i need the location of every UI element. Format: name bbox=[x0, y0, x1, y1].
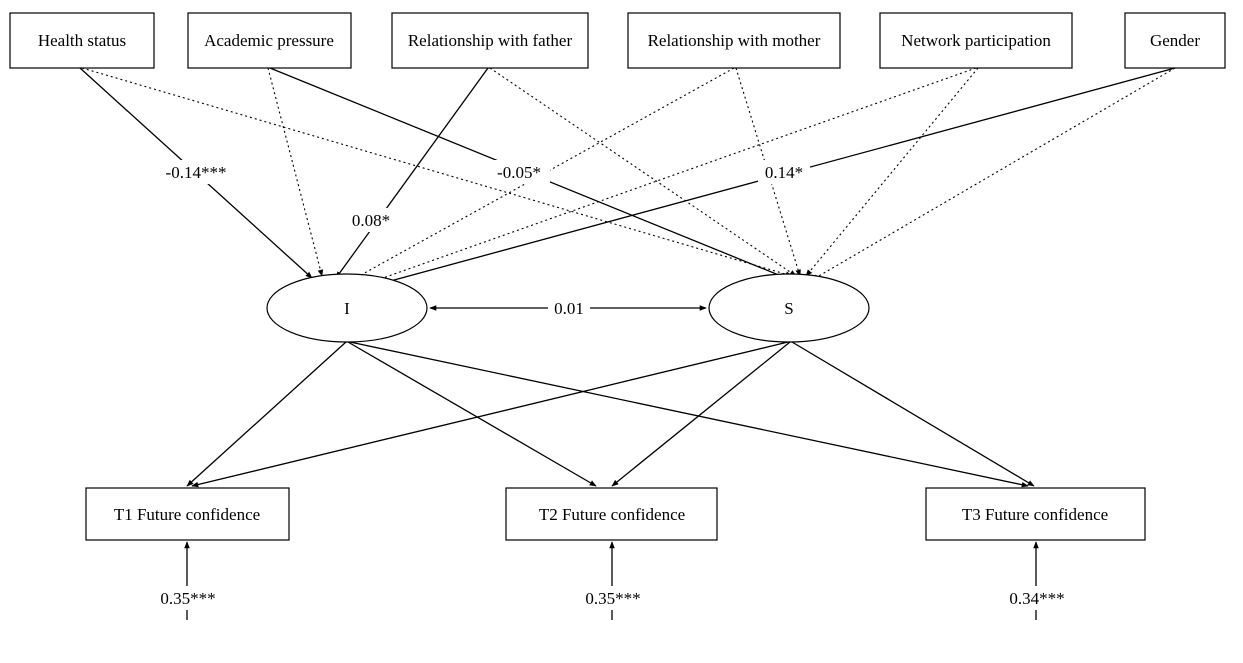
coef-label: 0.08* bbox=[352, 211, 390, 230]
path-network-to-S bbox=[805, 67, 979, 277]
path-I-to-T1 bbox=[186, 341, 347, 487]
predictor-node-academic-pressure: Academic pressure bbox=[187, 12, 352, 69]
latent-node-slope: S bbox=[708, 273, 870, 343]
predictor-node-health-status: Health status bbox=[9, 12, 155, 69]
coef-academic-to-S: -0.05* bbox=[488, 160, 550, 184]
coef-t3-residual: 0.34*** bbox=[999, 586, 1075, 610]
node-label: Academic pressure bbox=[204, 31, 334, 50]
outcome-node-t2: T2 Future confidence bbox=[505, 487, 718, 541]
node-label: I bbox=[344, 299, 350, 318]
path-father-to-S bbox=[489, 67, 797, 277]
nonsignificant-paths bbox=[81, 67, 1176, 285]
path-S-to-T1 bbox=[191, 341, 789, 488]
path-gender-to-S bbox=[811, 67, 1176, 281]
node-label: S bbox=[784, 299, 793, 318]
coef-label: 0.35*** bbox=[160, 589, 215, 608]
coef-label: 0.35*** bbox=[585, 589, 640, 608]
coef-label: 0.34*** bbox=[1009, 589, 1064, 608]
node-label: T3 Future confidence bbox=[962, 505, 1108, 524]
path-I-to-T3 bbox=[349, 341, 1029, 488]
predictor-node-relationship-father: Relationship with father bbox=[391, 12, 589, 69]
coef-gender-to-I: 0.14* bbox=[758, 160, 810, 184]
path-mother-to-S bbox=[735, 67, 801, 277]
node-label: T2 Future confidence bbox=[539, 505, 685, 524]
coef-label: 0.01 bbox=[554, 299, 584, 318]
coef-label: -0.14*** bbox=[166, 163, 227, 182]
outcome-node-t1: T1 Future confidence bbox=[85, 487, 290, 541]
coef-father-to-I: 0.08* bbox=[346, 208, 396, 232]
path-S-to-T2 bbox=[611, 341, 791, 487]
path-health-to-S bbox=[81, 67, 793, 277]
path-I-to-T2 bbox=[347, 341, 597, 487]
node-label: Network participation bbox=[901, 31, 1051, 50]
coef-I-S-covariance: 0.01 bbox=[548, 298, 590, 320]
node-label: Relationship with father bbox=[408, 31, 573, 50]
node-label: Relationship with mother bbox=[648, 31, 821, 50]
node-label: Gender bbox=[1150, 31, 1200, 50]
predictor-node-relationship-mother: Relationship with mother bbox=[627, 12, 841, 69]
path-father-to-I bbox=[335, 67, 489, 279]
coef-t2-residual: 0.35*** bbox=[575, 586, 651, 610]
outcome-node-t3: T3 Future confidence bbox=[925, 487, 1146, 541]
coef-t1-residual: 0.35*** bbox=[150, 586, 226, 610]
coef-health-to-I: -0.14*** bbox=[158, 160, 234, 184]
coef-label: 0.14* bbox=[765, 163, 803, 182]
path-academic-to-I bbox=[267, 67, 324, 277]
coef-label: -0.05* bbox=[497, 163, 541, 182]
path-network-to-I bbox=[365, 67, 977, 285]
path-S-to-T3 bbox=[791, 341, 1035, 487]
node-label: Health status bbox=[38, 31, 126, 50]
latent-node-intercept: I bbox=[266, 273, 428, 343]
predictor-node-network-participation: Network participation bbox=[879, 12, 1073, 69]
node-label: T1 Future confidence bbox=[114, 505, 260, 524]
predictor-node-gender: Gender bbox=[1124, 12, 1226, 69]
